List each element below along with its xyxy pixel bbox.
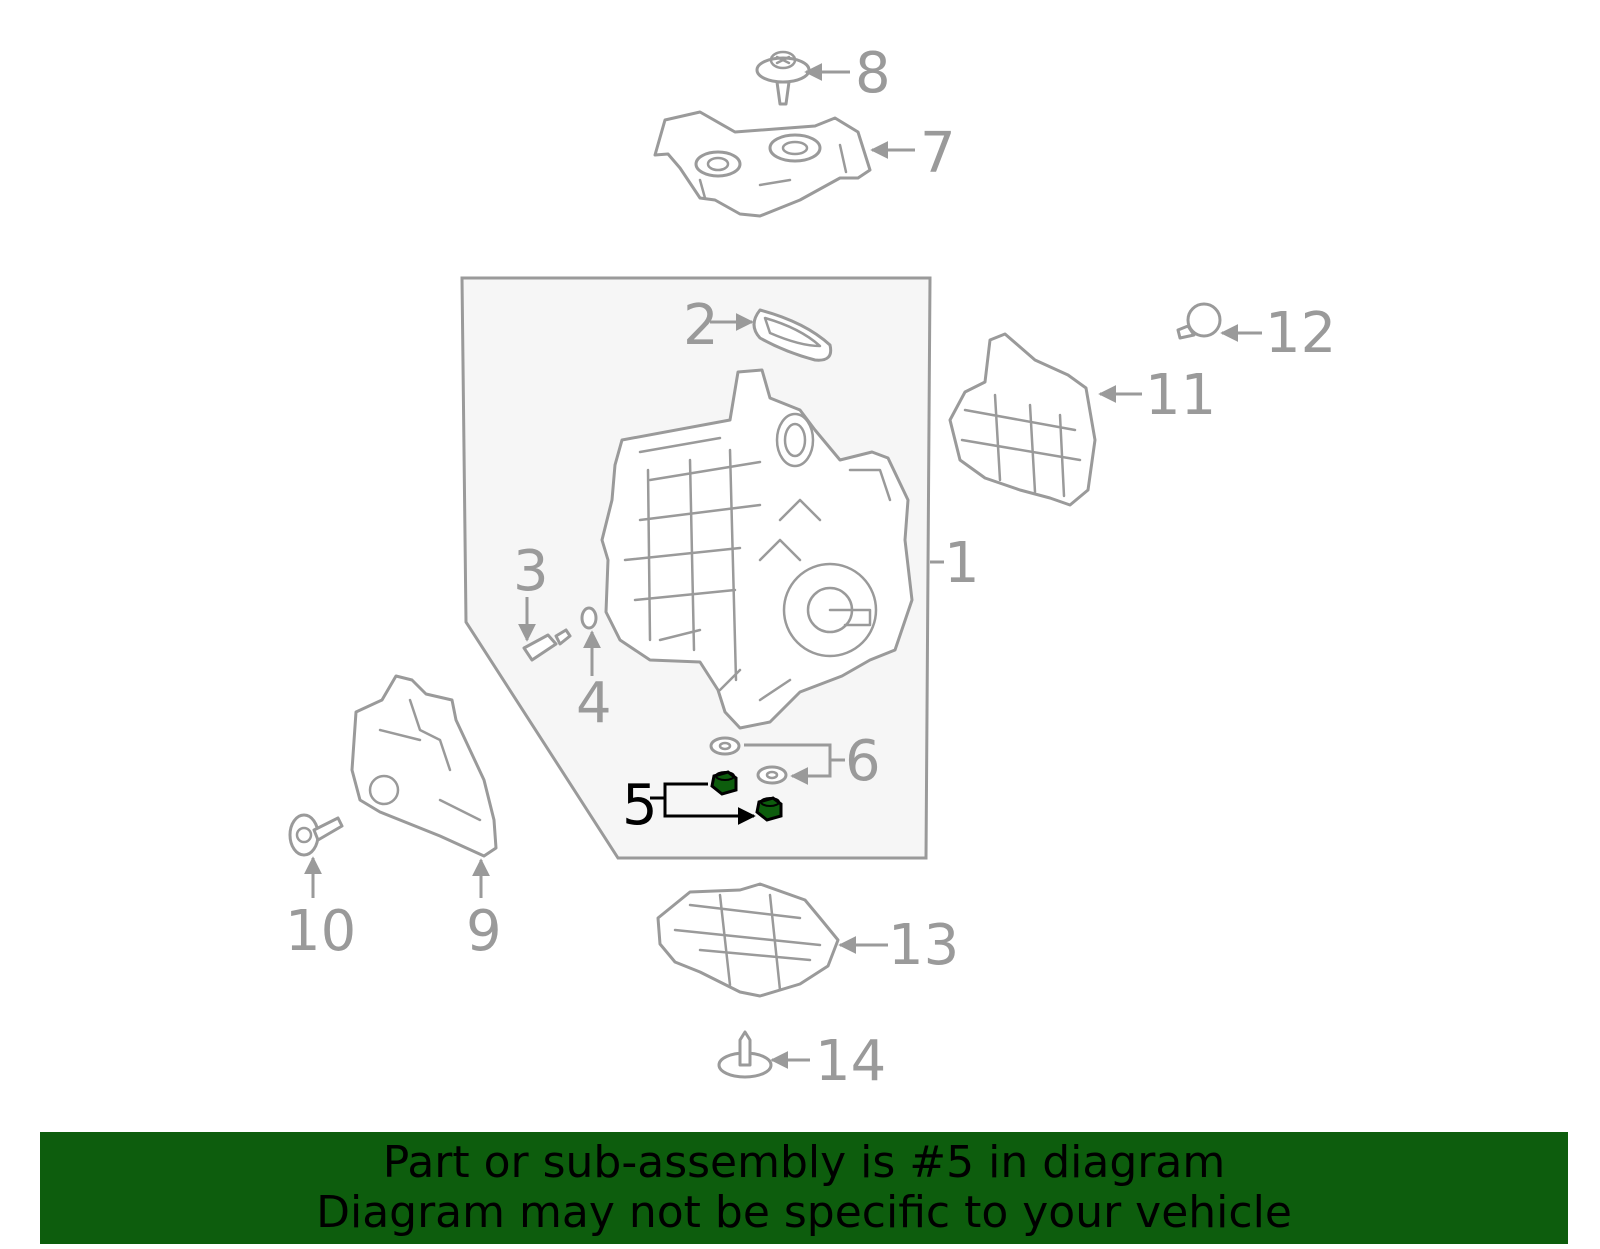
callout-7: 7 [920, 121, 956, 186]
callout-5: 5 [622, 773, 658, 838]
callout-3: 3 [513, 539, 549, 604]
callout-2: 2 [683, 293, 719, 358]
callout-10: 10 [285, 899, 356, 964]
part-7-bracket [653, 110, 872, 218]
callout-12: 12 [1265, 301, 1336, 366]
part-3-sensor [522, 628, 572, 662]
part-10-bolt [288, 813, 344, 857]
part-12-clip [1176, 302, 1222, 340]
callout-14: 14 [815, 1029, 886, 1094]
part-2-gasket [752, 308, 833, 362]
banner-line-2: Diagram may not be specific to your vehi… [316, 1187, 1292, 1238]
part-13-cover [656, 882, 840, 998]
callout-11: 11 [1145, 363, 1216, 428]
leader-5 [650, 782, 754, 816]
part-9-bracket [350, 674, 498, 858]
leader-6 [744, 743, 845, 776]
callout-8: 8 [855, 41, 891, 106]
part-4-oring [580, 606, 598, 630]
part-8-screw [755, 50, 811, 106]
callout-9: 9 [466, 899, 502, 964]
part-1-housing [600, 368, 914, 730]
callout-6: 6 [845, 729, 881, 794]
info-banner: Part or sub-assembly is #5 in diagram Di… [40, 1132, 1568, 1244]
callout-4: 4 [576, 671, 612, 736]
callout-1: 1 [944, 531, 980, 596]
banner-line-1: Part or sub-assembly is #5 in diagram [382, 1137, 1226, 1188]
callout-13: 13 [888, 913, 959, 978]
part-11-cover [948, 332, 1097, 507]
part-14-pin [717, 1030, 773, 1079]
